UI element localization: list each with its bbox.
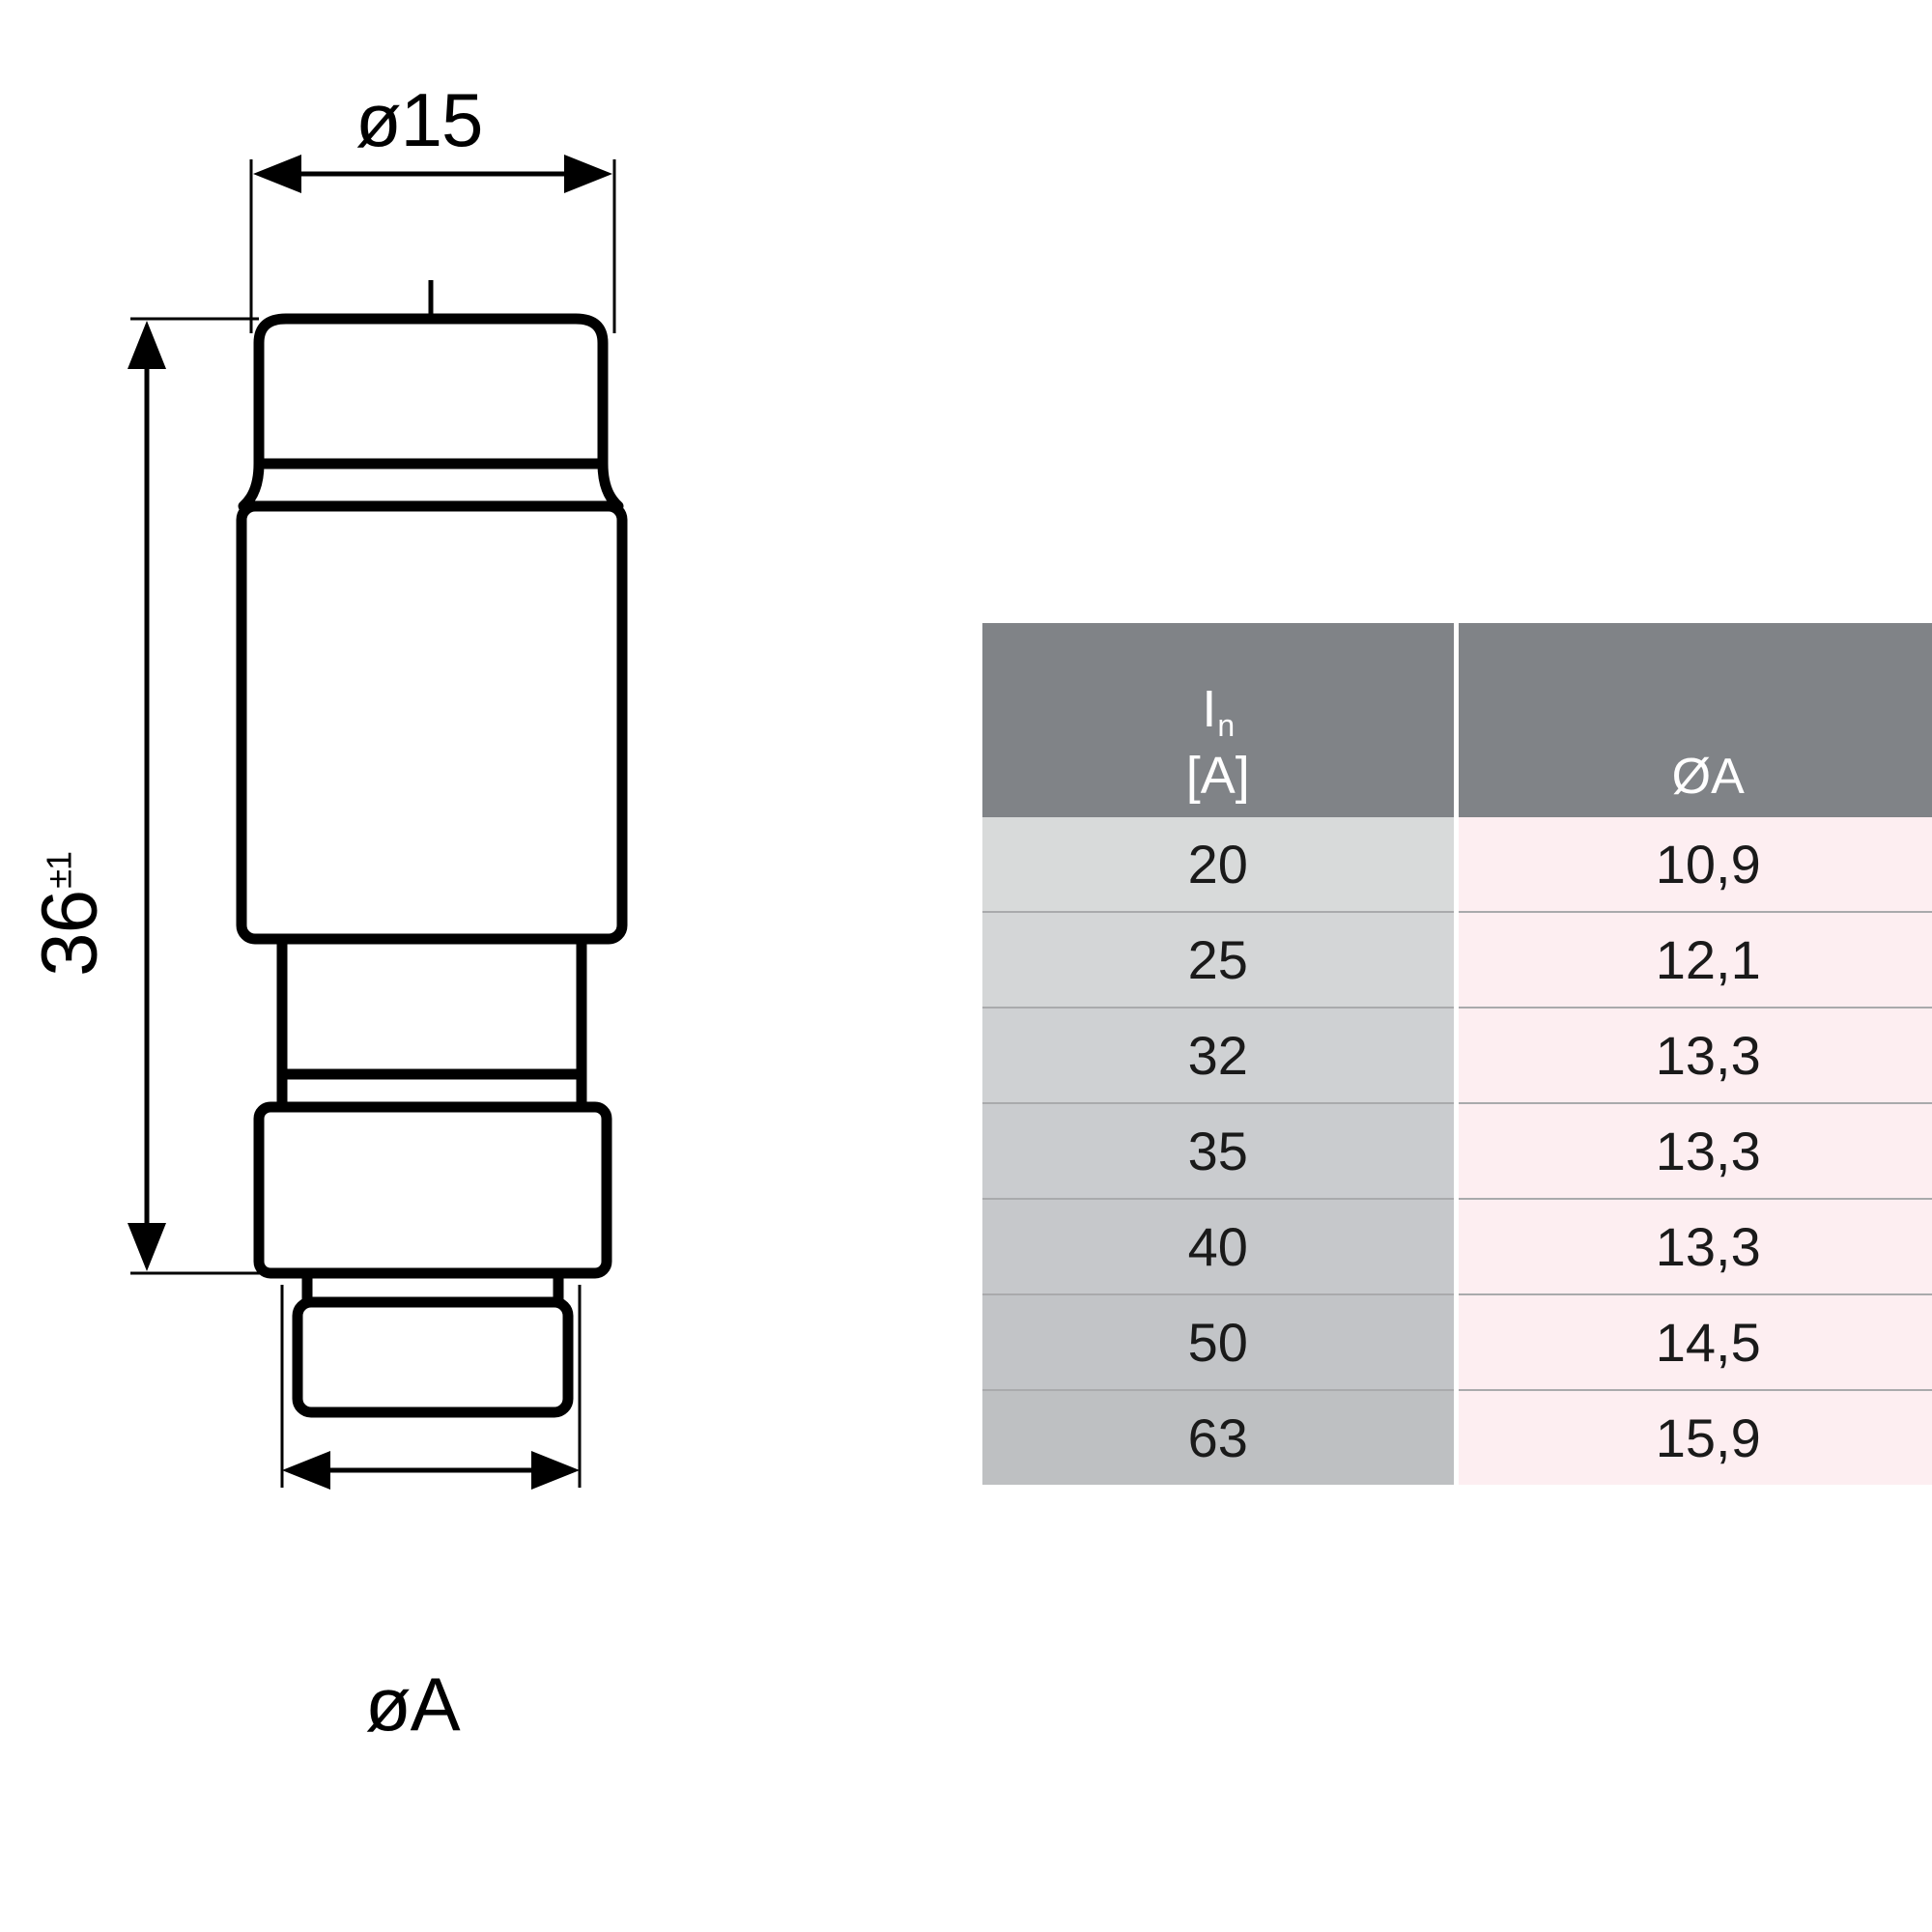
- dimension-spec-table: In [A] ØA 20 10,9 25 12,1 32 13,3: [982, 623, 1932, 1485]
- cell-diameter: 15,9: [1456, 1389, 1932, 1485]
- table-row: 32 13,3: [982, 1007, 1932, 1103]
- column-header-diameter-a: ØA: [1456, 623, 1932, 817]
- dimension-line-left: [128, 321, 166, 1271]
- dimension-label-top-diameter: ø15: [355, 77, 483, 162]
- table-row: 35 13,3: [982, 1102, 1932, 1199]
- cell-rated-current: 25: [982, 911, 1459, 1008]
- extension-lines: [130, 159, 616, 1488]
- rated-current-symbol-subscript: n: [1217, 708, 1236, 743]
- cell-rated-current: 35: [982, 1102, 1459, 1199]
- diameter-a-label: ØA: [1671, 749, 1745, 805]
- dimension-label-bottom-diameter: øA: [365, 1662, 461, 1747]
- bottom-flange: [253, 1101, 612, 1279]
- length-tolerance: ±1: [39, 851, 79, 889]
- table-row: 50 14,5: [982, 1293, 1932, 1390]
- column-header-rated-current: In [A]: [982, 623, 1459, 817]
- cell-diameter: 12,1: [1456, 911, 1932, 1008]
- cell-rated-current: 63: [982, 1389, 1459, 1485]
- cap-shoulder: [238, 458, 624, 512]
- main-barrel: [236, 500, 628, 945]
- rated-current-symbol-letter: I: [1202, 680, 1217, 738]
- table-row: 63 15,9: [982, 1389, 1932, 1485]
- table-row: 40 13,3: [982, 1198, 1932, 1294]
- cell-diameter: 13,3: [1456, 1007, 1932, 1103]
- technical-drawing-panel: ø15 øA 36±1: [20, 77, 628, 1747]
- cell-diameter: 13,3: [1456, 1102, 1932, 1199]
- top-cap: [253, 313, 609, 469]
- cell-rated-current: 20: [982, 817, 1459, 912]
- cell-diameter: 14,5: [1456, 1293, 1932, 1390]
- cell-rated-current: 32: [982, 1007, 1459, 1103]
- dimension-line-bottom: [282, 1451, 580, 1490]
- rated-current-symbol: In: [982, 680, 1454, 741]
- table-row: 25 12,1: [982, 911, 1932, 1008]
- cell-diameter: 13,3: [1456, 1198, 1932, 1294]
- rated-current-unit: [A]: [1185, 747, 1250, 805]
- fuse-body-outline: [236, 313, 628, 1418]
- fuse-outline-svg: [128, 155, 628, 1490]
- table-header-row: In [A] ØA: [982, 623, 1932, 817]
- table-header: In [A] ØA: [982, 623, 1932, 817]
- bottom-pin: [292, 1296, 574, 1418]
- table-row: 20 10,9: [982, 817, 1932, 912]
- table-body: 20 10,9 25 12,1 32 13,3 35 13,3 40 13,3 …: [982, 817, 1932, 1485]
- lower-stem-upper: [276, 933, 587, 1080]
- cell-rated-current: 40: [982, 1198, 1459, 1294]
- dimension-line-top: [253, 155, 612, 193]
- cell-diameter: 10,9: [1456, 817, 1932, 912]
- dimension-label-length: 36±1: [20, 793, 114, 1035]
- length-value: 36: [25, 890, 114, 977]
- rated-current-stack: In [A]: [982, 682, 1454, 802]
- cell-rated-current: 50: [982, 1293, 1459, 1390]
